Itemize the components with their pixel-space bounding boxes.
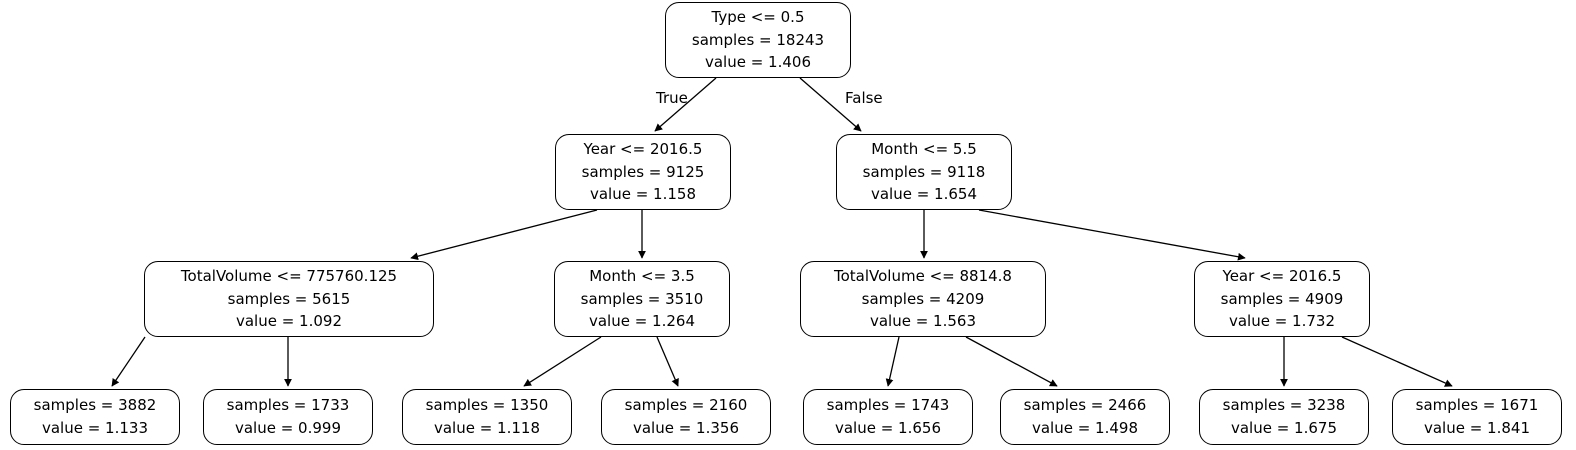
- tree-node-line: value = 1.356: [632, 419, 740, 437]
- tree-node-line: value = 1.675: [1230, 419, 1338, 437]
- tree-node-leaf-5: samples = 1743 value = 1.656: [803, 389, 973, 445]
- tree-node-leaf-1: samples = 3882 value = 1.133: [10, 389, 180, 445]
- tree-edge-n-lr-to-leaf-3: [523, 336, 602, 387]
- tree-edge-n-rl-to-leaf-5: [885, 336, 900, 387]
- tree-node-line: samples = 3882: [33, 396, 157, 415]
- tree-node-line: samples = 3238: [1222, 396, 1346, 415]
- tree-edge-n-ll-to-leaf-1: [111, 336, 146, 387]
- tree-edge-n-l-to-n-ll: [410, 209, 598, 261]
- tree-node-line: value = 1.654: [870, 185, 978, 204]
- tree-node-line: value = 1.133: [41, 419, 149, 437]
- tree-node-line: samples = 5615: [227, 289, 351, 308]
- tree-node-line: samples = 9118: [862, 162, 986, 181]
- tree-node-leaf-4: samples = 2160 value = 1.356: [601, 389, 771, 445]
- tree-node-line: value = 1.732: [1228, 312, 1336, 331]
- tree-node-line: Year <= 2016.5: [583, 139, 703, 158]
- tree-node-line: value = 1.841: [1423, 419, 1531, 437]
- tree-node-line: value = 1.092: [235, 312, 343, 331]
- edge-group: [111, 77, 1453, 387]
- tree-node-line: samples = 2466: [1023, 396, 1147, 415]
- tree-node-n-lr: Month <= 3.5 samples = 3510 value = 1.264: [554, 261, 730, 337]
- tree-node-line: value = 1.563: [869, 312, 977, 331]
- tree-node-line: value = 1.158: [589, 185, 697, 204]
- tree-node-line: samples = 1671: [1415, 396, 1539, 415]
- tree-node-line: samples = 1743: [826, 396, 950, 415]
- tree-node-line: TotalVolume <= 8814.8: [834, 266, 1012, 285]
- tree-node-line: samples = 1733: [226, 396, 350, 415]
- tree-node-line: value = 1.656: [834, 419, 942, 437]
- tree-node-n-ll: TotalVolume <= 775760.125 samples = 5615 v…: [144, 261, 434, 337]
- edge-label-false: False: [845, 89, 883, 107]
- tree-node-line: value = 1.264: [588, 312, 696, 331]
- tree-node-root: Type <= 0.5 samples = 18243 value = 1.406: [665, 2, 851, 78]
- tree-edge-n-rl-to-leaf-6: [965, 336, 1058, 387]
- tree-node-line: value = 1.498: [1031, 419, 1139, 437]
- edge-label-true: True: [656, 89, 688, 107]
- tree-node-line: Year <= 2016.5: [1222, 266, 1342, 285]
- tree-node-n-l: Year <= 2016.5 samples = 9125 value = 1.15…: [555, 134, 731, 210]
- tree-edge-n-rr-to-leaf-8: [1341, 336, 1453, 387]
- tree-node-n-rr: Year <= 2016.5 samples = 4909 value = 1.73…: [1194, 261, 1370, 337]
- tree-node-n-r: Month <= 5.5 samples = 9118 value = 1.654: [836, 134, 1012, 210]
- tree-node-line: samples = 2160: [624, 396, 748, 415]
- tree-node-line: samples = 4909: [1220, 289, 1344, 308]
- tree-node-leaf-6: samples = 2466 value = 1.498: [1000, 389, 1170, 445]
- tree-node-line: TotalVolume <= 775760.125: [180, 266, 398, 285]
- tree-node-n-rl: TotalVolume <= 8814.8 samples = 4209 value…: [800, 261, 1046, 337]
- tree-node-line: samples = 4209: [861, 289, 985, 308]
- tree-node-line: value = 0.999: [234, 419, 342, 437]
- tree-node-line: samples = 9125: [581, 162, 705, 181]
- tree-node-leaf-2: samples = 1733 value = 0.999: [203, 389, 373, 445]
- tree-node-line: value = 1.406: [704, 53, 812, 72]
- tree-node-line: Month <= 3.5: [589, 266, 695, 285]
- tree-edge-n-lr-to-leaf-4: [656, 336, 679, 387]
- tree-node-line: samples = 18243: [691, 30, 825, 49]
- tree-edge-n-r-to-n-rr: [978, 209, 1246, 261]
- tree-node-leaf-3: samples = 1350 value = 1.118: [402, 389, 572, 445]
- tree-node-line: samples = 3510: [580, 289, 704, 308]
- tree-node-line: Month <= 5.5: [871, 139, 977, 158]
- tree-node-line: samples = 1350: [425, 396, 549, 415]
- tree-node-line: value = 1.118: [433, 419, 541, 437]
- tree-node-line: Type <= 0.5: [711, 7, 805, 26]
- tree-node-leaf-7: samples = 3238 value = 1.675: [1199, 389, 1369, 445]
- tree-node-leaf-8: samples = 1671 value = 1.841: [1392, 389, 1562, 445]
